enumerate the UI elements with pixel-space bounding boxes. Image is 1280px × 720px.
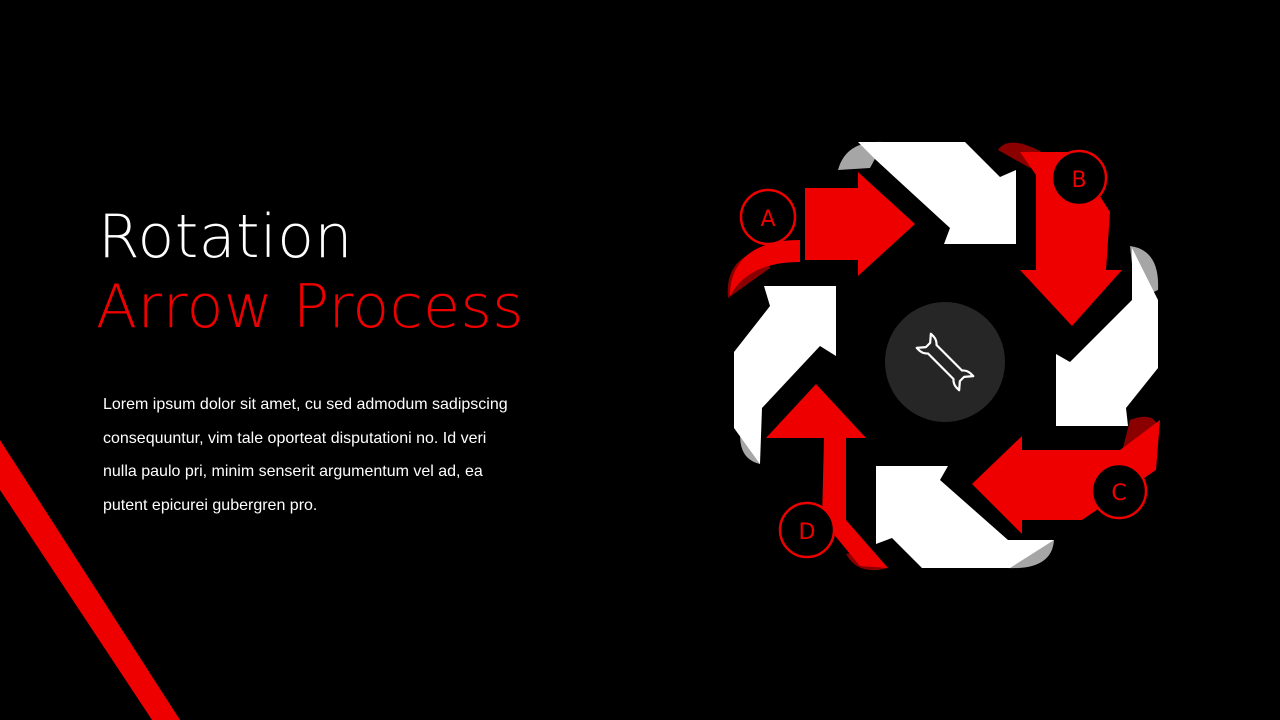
step-badge-a: A (739, 188, 797, 246)
body-text: Lorem ipsum dolor sit amet, cu sed admod… (103, 388, 553, 522)
title-line-2: Arrow Process (96, 272, 525, 342)
arrow-white-left (734, 286, 836, 464)
center-circle (885, 302, 1005, 422)
arrow-white-bottom (876, 466, 1054, 569)
step-badge-c: C (1090, 462, 1148, 520)
step-badge-d: D (778, 501, 836, 559)
step-label-b: B (1071, 168, 1086, 193)
arrow-red-bottom-left (766, 384, 888, 571)
body-line-3: nulla paulo pri, minim senserit argument… (103, 463, 483, 480)
body-line-1: Lorem ipsum dolor sit amet, cu sed admod… (103, 396, 508, 413)
arrow-red-bottom-right (972, 416, 1160, 534)
arrow-white-top (838, 141, 1016, 244)
title-line-1: Rotation (98, 202, 353, 272)
step-badge-b: B (1050, 149, 1108, 207)
body-line-4: putent epicurei gubergren pro. (103, 496, 318, 514)
arrow-white-right (1056, 246, 1159, 426)
step-label-d: D (799, 520, 816, 545)
step-label-a: A (760, 207, 775, 232)
body-line-2: consequuntur, vim tale oporteat disputat… (103, 429, 487, 447)
arrow-red-top-left (727, 172, 915, 298)
rotation-arrow-diagram: A B C D (727, 141, 1160, 571)
red-diagonal-stripe (0, 440, 180, 720)
step-label-c: C (1111, 481, 1126, 506)
wrench-icon (915, 332, 975, 392)
